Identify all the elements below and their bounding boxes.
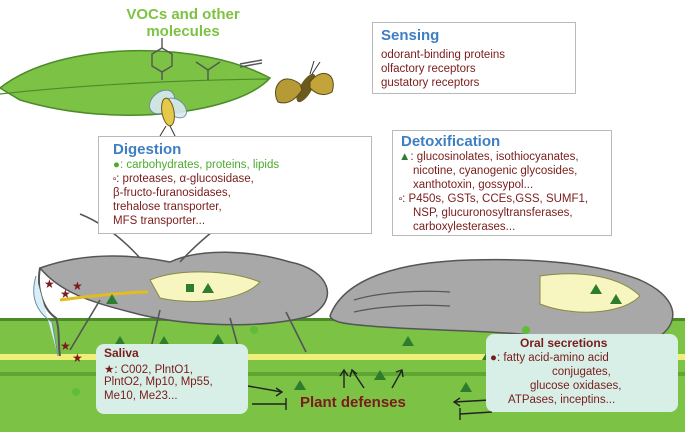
secretion-dot-icon: ● bbox=[490, 352, 497, 364]
compound-triangle-icon: ▲ bbox=[399, 151, 411, 163]
svg-text:★: ★ bbox=[60, 339, 71, 353]
aphid-illustration: ★ ★ ★ ★ ★ bbox=[33, 209, 329, 365]
digestion-line-nutrients: ●: carbohydrates, proteins, lipids bbox=[113, 159, 279, 171]
enzyme-marker-icon: ⬞ bbox=[113, 173, 117, 185]
sensing-item: odorant-binding proteins bbox=[381, 49, 506, 61]
saliva-panel: Saliva ★: C002, PlntO1, PlntO2, Mp10, Mp… bbox=[96, 344, 248, 414]
detox-line: ▲: glucosinolates, isothiocyanates, bbox=[399, 151, 579, 163]
sensing-item: gustatory receptors bbox=[381, 77, 480, 89]
saliva-text: : C002, PlntO1, bbox=[114, 364, 193, 376]
digestion-line: ⬞: proteases, α-glucosidase, bbox=[113, 173, 254, 186]
voc-molecules bbox=[151, 38, 263, 80]
vocs-label: VOCs and other molecules bbox=[108, 6, 258, 40]
detox-line: ⬞: P450s, GSTs, CCEs,GSS, SUMF1, bbox=[399, 193, 588, 206]
detox-line: nicotine, cyanogenic glycosides, bbox=[413, 165, 578, 177]
digestion-line: trehalose transporter, bbox=[113, 201, 222, 213]
digestion-enzyme-text: : proteases, α-glucosidase, bbox=[116, 173, 254, 185]
leaf-illustration bbox=[0, 49, 272, 116]
moth-icon bbox=[275, 60, 334, 104]
oral-secretions-panel: Oral secretions ●: fatty acid-amino acid… bbox=[486, 334, 678, 412]
oral-secretions-title: Oral secretions bbox=[520, 336, 608, 350]
saliva-line: Me10, Me23... bbox=[104, 390, 178, 402]
svg-text:★: ★ bbox=[72, 279, 83, 293]
digestion-box: Digestion ●: carbohydrates, proteins, li… bbox=[98, 136, 372, 234]
oral-line: glucose oxidases, bbox=[530, 380, 622, 392]
vocs-label-line1: VOCs and other bbox=[126, 6, 240, 23]
detox-enzyme-text: : P450s, GSTs, CCEs,GSS, SUMF1, bbox=[402, 193, 589, 205]
vocs-label-line2: molecules bbox=[146, 23, 220, 40]
nutrient-text: : carbohydrates, proteins, lipids bbox=[119, 159, 280, 171]
detox-compound-text: : glucosinolates, isothiocyanates, bbox=[410, 151, 579, 163]
sensing-title: Sensing bbox=[381, 27, 440, 44]
saliva-line: PlntO2, Mp10, Mp55, bbox=[104, 376, 213, 388]
star-icon: ★ bbox=[104, 364, 115, 376]
digestion-line: β-fructo-furanosidases, bbox=[113, 187, 231, 199]
oral-text: : fatty acid-amino acid bbox=[496, 352, 609, 364]
saliva-line: ★: C002, PlntO1, bbox=[104, 362, 193, 376]
oral-line: ●: fatty acid-amino acid bbox=[490, 352, 609, 364]
oral-line: ATPases, inceptins... bbox=[508, 394, 616, 406]
detox-line: NSP, glucuronosyltransferases, bbox=[413, 207, 573, 219]
sensing-box: Sensing odorant-binding proteins olfacto… bbox=[372, 22, 576, 94]
detox-line: carboxylesterases... bbox=[413, 221, 516, 233]
plant-defenses-label: Plant defenses bbox=[300, 394, 406, 411]
digestion-line: MFS transporter... bbox=[113, 215, 206, 227]
saliva-title: Saliva bbox=[104, 346, 139, 360]
enzyme-marker-icon: ⬞ bbox=[399, 193, 403, 205]
defense-arrows bbox=[247, 368, 493, 420]
detoxification-box: Detoxification ▲: glucosinolates, isothi… bbox=[392, 130, 612, 236]
detoxification-title: Detoxification bbox=[401, 133, 501, 150]
caterpillar-illustration bbox=[329, 258, 674, 357]
oral-line: conjugates, bbox=[552, 366, 611, 378]
digestion-title: Digestion bbox=[113, 141, 182, 158]
fly-icon bbox=[148, 89, 188, 139]
nutrient-dot-icon: ● bbox=[113, 159, 120, 171]
svg-text:★: ★ bbox=[60, 287, 71, 301]
sensing-item: olfactory receptors bbox=[381, 63, 476, 75]
detox-line: xanthotoxin, gossypol... bbox=[413, 179, 534, 191]
svg-text:★: ★ bbox=[72, 351, 83, 365]
svg-text:★: ★ bbox=[44, 277, 55, 291]
